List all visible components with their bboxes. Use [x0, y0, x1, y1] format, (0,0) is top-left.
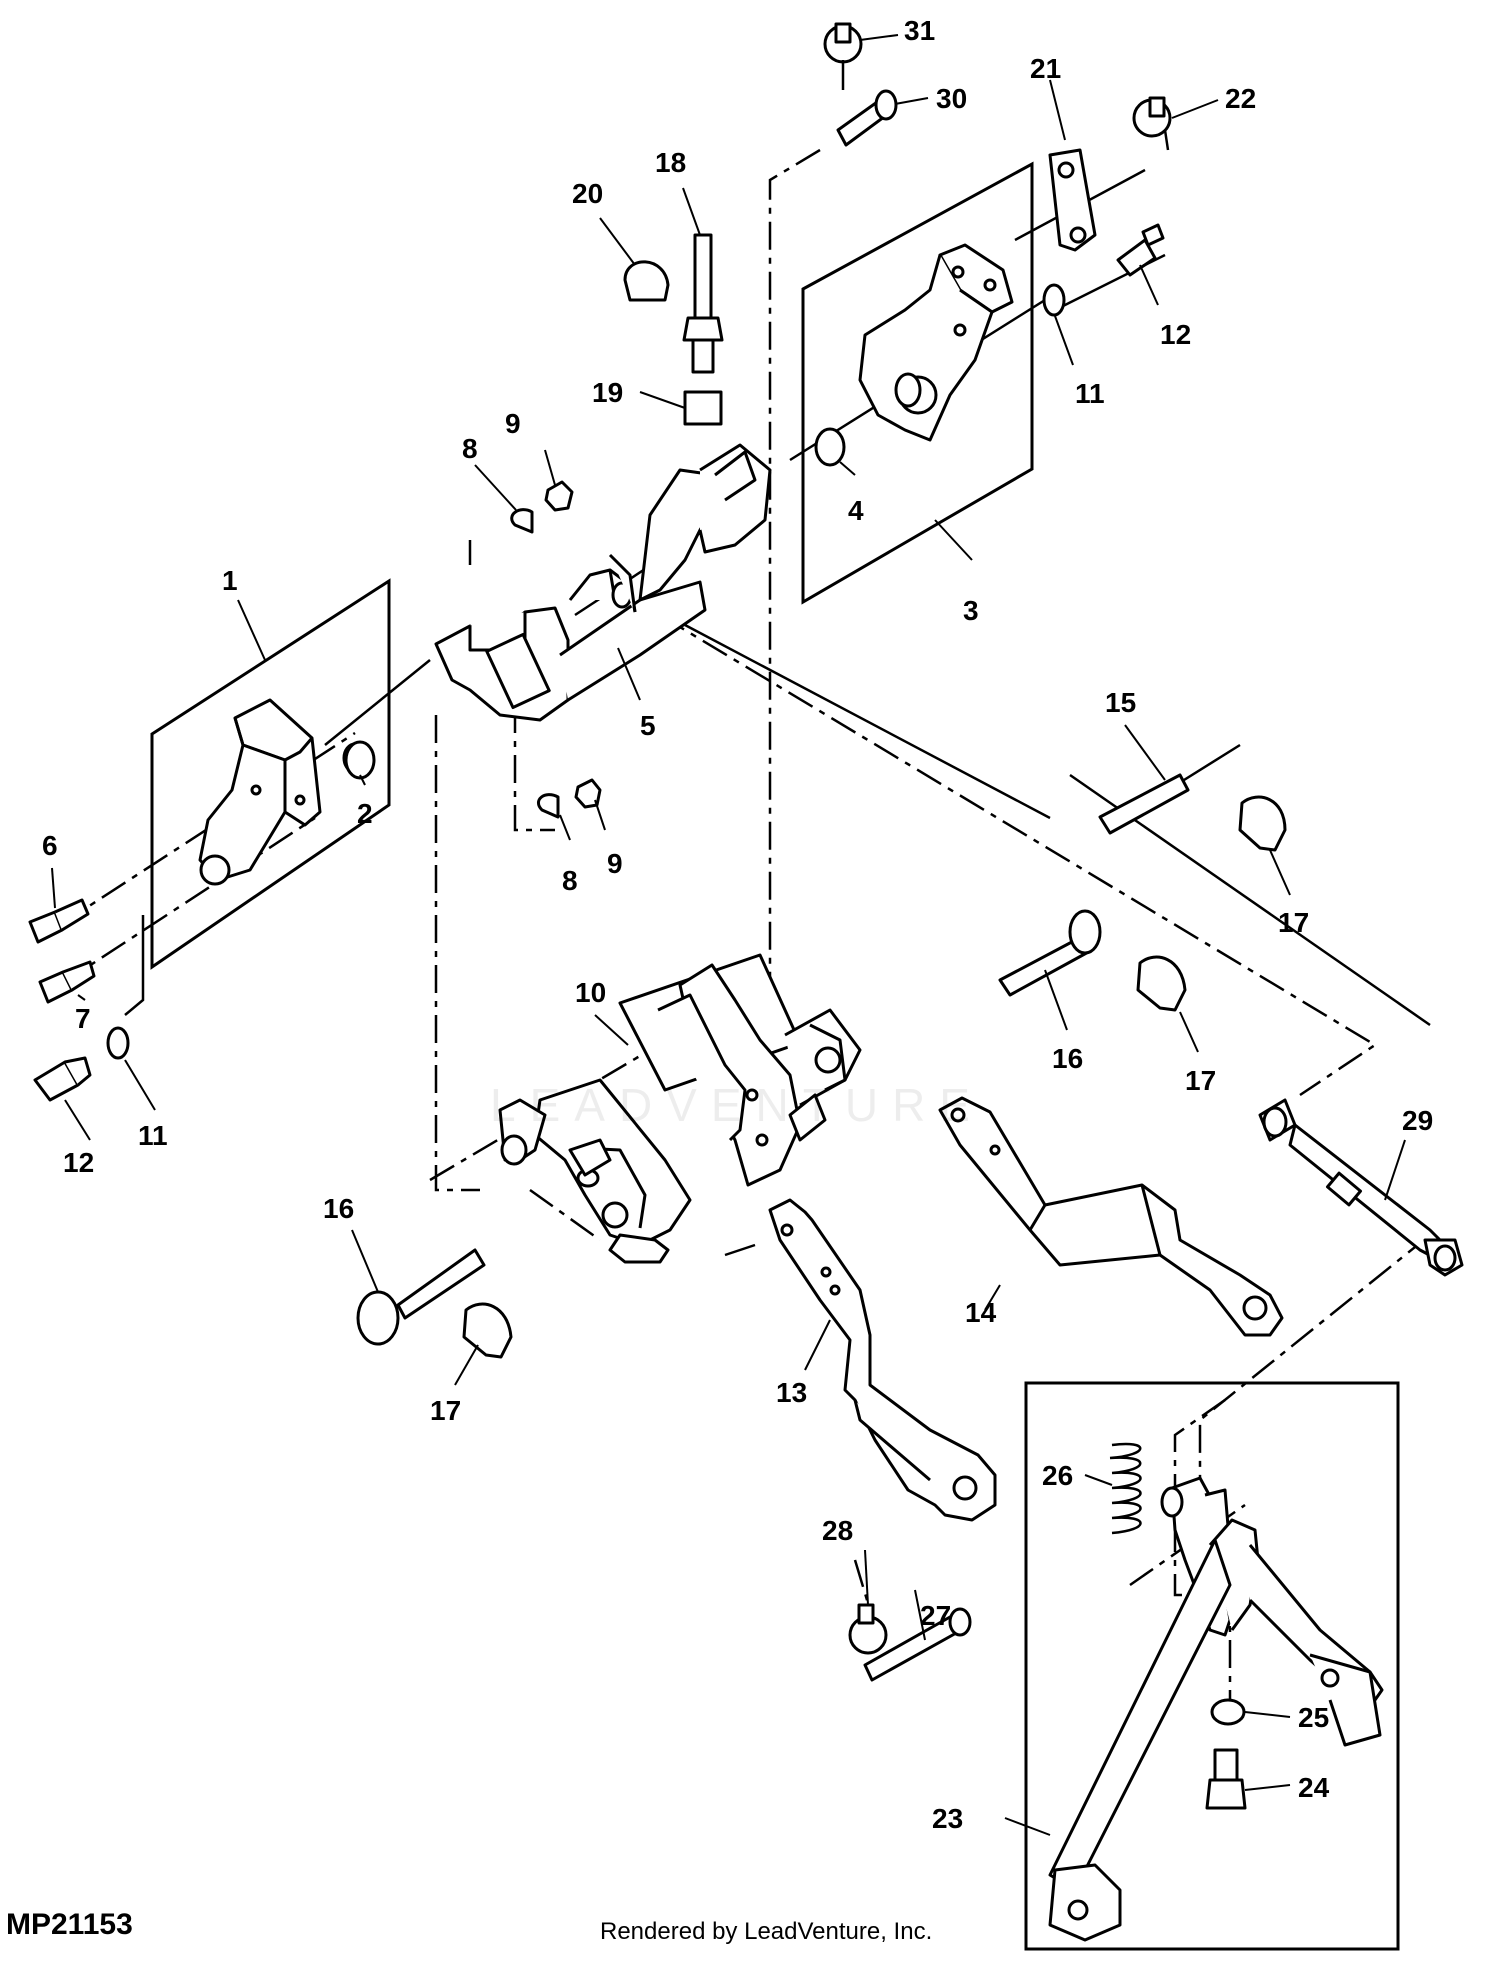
callout-23: 23: [932, 1803, 963, 1834]
watermark: LEADVENTURE: [490, 1079, 984, 1131]
callout-22: 22: [1225, 83, 1256, 114]
fasteners: [28, 22, 1287, 1810]
callout-10: 10: [575, 977, 606, 1008]
callout-6: 6: [42, 830, 58, 861]
callout-17c: 17: [430, 1395, 461, 1426]
callout-30: 30: [936, 83, 967, 114]
part-14-right-lower-link: [938, 1096, 1284, 1337]
callout-1: 1: [222, 565, 238, 596]
callout-16: 16: [1052, 1043, 1083, 1074]
callout-8b: 8: [562, 865, 578, 896]
callout-31: 31: [904, 15, 935, 46]
callout-28: 28: [822, 1515, 853, 1546]
callout-21: 21: [1030, 53, 1061, 84]
callout-19: 19: [592, 377, 623, 408]
callout-2: 2: [357, 798, 373, 829]
callout-7: 7: [75, 1003, 91, 1034]
callouts: 31 30 21 22 18 20 12 11 19 9 8 4 3 1 5 2…: [42, 15, 1433, 1834]
callout-17b: 17: [1185, 1065, 1216, 1096]
assembly-box-1: [150, 578, 391, 970]
callout-9b: 9: [607, 848, 623, 879]
callout-11: 11: [1075, 378, 1105, 409]
callout-8: 8: [462, 433, 478, 464]
callout-11b: 11: [138, 1120, 168, 1151]
render-credit: Rendered by LeadVenture, Inc.: [600, 1918, 933, 1945]
leader-lines: [51, 34, 1406, 1836]
callout-9: 9: [505, 408, 521, 439]
callout-15: 15: [1105, 687, 1136, 718]
callout-24: 24: [1298, 1772, 1330, 1803]
callout-12b: 12: [63, 1147, 94, 1178]
callout-16b: 16: [323, 1193, 354, 1224]
part-23-hitch-frame: [1048, 1476, 1384, 1942]
part-3-right-bracket: [858, 243, 1014, 442]
callout-26: 26: [1042, 1460, 1073, 1491]
callout-12: 12: [1160, 319, 1191, 350]
callout-17: 17: [1278, 907, 1309, 938]
assembly-box-23: [1024, 1381, 1400, 1951]
part-1-left-bracket: [198, 698, 368, 886]
part-13-left-lower-link: [768, 1198, 997, 1522]
part-29-top-link: [1258, 1098, 1464, 1277]
callout-25: 25: [1298, 1702, 1329, 1733]
part-10-rockshaft: [498, 953, 862, 1264]
assembly-box-3: [801, 161, 1034, 605]
callout-4: 4: [848, 495, 864, 526]
callout-27: 27: [920, 1600, 951, 1631]
center-lines: [59, 148, 1431, 1700]
diagram-id: MP21153: [6, 1908, 133, 1941]
part-5-main-frame: [434, 443, 772, 722]
callout-3: 3: [963, 595, 979, 626]
callout-5: 5: [640, 710, 656, 741]
callout-14: 14: [965, 1297, 997, 1328]
callout-20: 20: [572, 178, 603, 209]
callout-29: 29: [1402, 1105, 1433, 1136]
callout-18: 18: [655, 147, 686, 178]
callout-13: 13: [776, 1377, 807, 1408]
